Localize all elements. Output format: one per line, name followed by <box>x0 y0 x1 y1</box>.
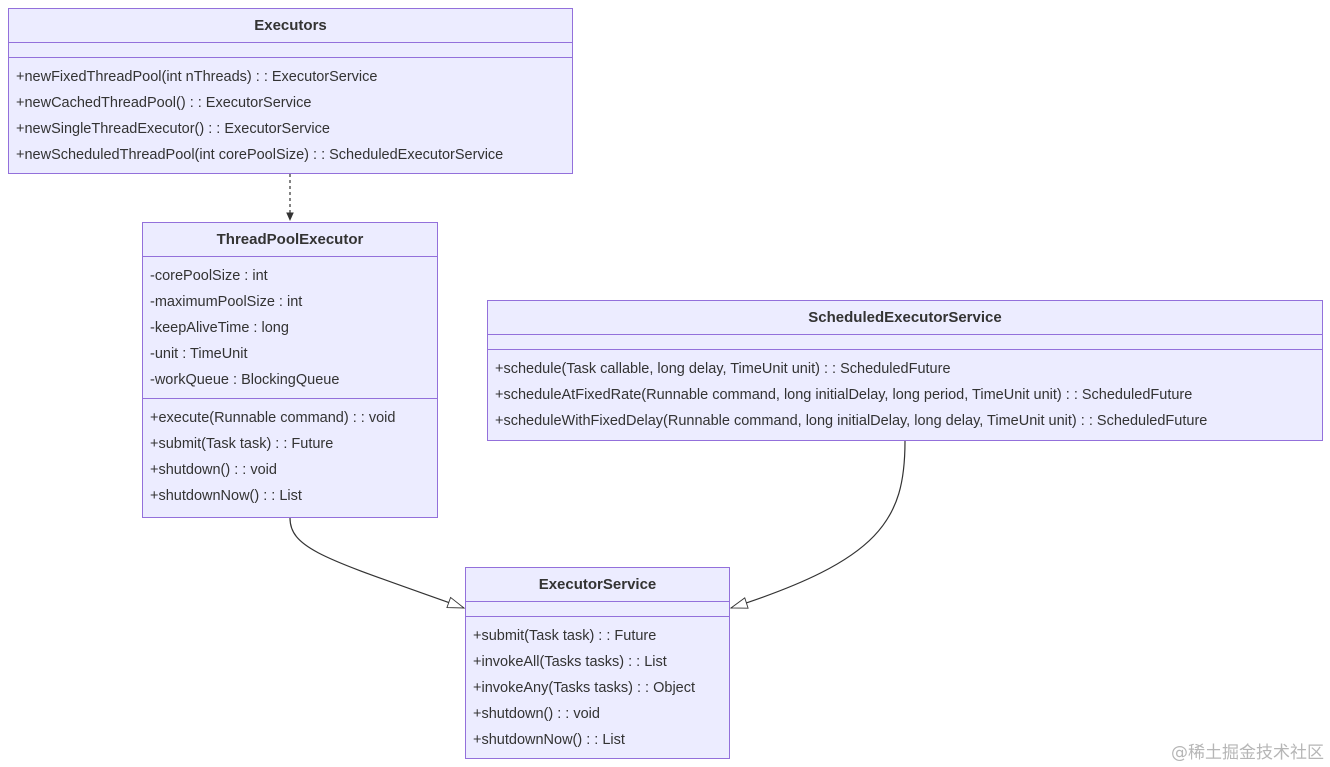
class-name-scheduledexecutorservice: ScheduledExecutorService <box>488 301 1322 335</box>
class-scheduledexecutorservice: ScheduledExecutorService +schedule(Task … <box>487 300 1323 441</box>
method-row: +shutdownNow() : : List <box>150 488 302 504</box>
attributes-section-scheduledexecutorservice <box>488 335 1322 350</box>
realization-edge-threadpoolexecutor-executorservice <box>289 517 464 609</box>
method-row: +invokeAll(Tasks tasks) : : List <box>473 654 667 670</box>
method-row: +execute(Runnable command) : : void <box>150 410 396 426</box>
methods-section-executorservice: +submit(Task task) : : Future +invokeAll… <box>466 617 729 758</box>
class-threadpoolexecutor: ThreadPoolExecutor -corePoolSize : int -… <box>142 222 438 518</box>
method-row: +newScheduledThreadPool(int corePoolSize… <box>16 147 504 163</box>
attributes-section-threadpoolexecutor: -corePoolSize : int -maximumPoolSize : i… <box>143 257 437 399</box>
attribute-row: -corePoolSize : int <box>150 268 268 284</box>
method-row: +newSingleThreadExecutor() : : ExecutorS… <box>16 121 330 137</box>
attribute-row: -keepAliveTime : long <box>150 320 289 336</box>
class-name-executorservice: ExecutorService <box>466 568 729 602</box>
method-row: +schedule(Task callable, long delay, Tim… <box>495 361 951 377</box>
attributes-section-executors <box>9 43 572 58</box>
methods-section-scheduledexecutorservice: +schedule(Task callable, long delay, Tim… <box>488 350 1322 439</box>
method-row: +newCachedThreadPool() : : ExecutorServi… <box>16 95 312 111</box>
method-row: +invokeAny(Tasks tasks) : : Object <box>473 680 696 696</box>
class-executorservice: ExecutorService +submit(Task task) : : F… <box>465 567 730 759</box>
attribute-row: -maximumPoolSize : int <box>150 294 303 310</box>
method-row: +submit(Task task) : : Future <box>150 436 334 452</box>
attributes-section-executorservice <box>466 602 729 617</box>
method-row: +shutdown() : : void <box>150 462 277 478</box>
class-executors: Executors +newFixedThreadPool(int nThrea… <box>8 8 573 174</box>
method-row: +submit(Task task) : : Future <box>473 628 657 644</box>
attribute-row: -unit : TimeUnit <box>150 346 248 362</box>
realization-edge-scheduledexecutorservice-executorservice <box>731 440 906 608</box>
methods-section-executors: +newFixedThreadPool(int nThreads) : : Ex… <box>9 58 572 173</box>
method-row: +scheduleWithFixedDelay(Runnable command… <box>495 413 1208 429</box>
methods-section-threadpoolexecutor: +execute(Runnable command) : : void +sub… <box>143 399 437 514</box>
attribute-row: -workQueue : BlockingQueue <box>150 372 340 388</box>
class-name-threadpoolexecutor: ThreadPoolExecutor <box>143 223 437 257</box>
method-row: +shutdown() : : void <box>473 706 600 722</box>
class-name-executors: Executors <box>9 9 572 43</box>
method-row: +scheduleAtFixedRate(Runnable command, l… <box>495 387 1193 403</box>
method-row: +newFixedThreadPool(int nThreads) : : Ex… <box>16 69 378 85</box>
watermark: @稀土掘金技术社区 <box>1171 743 1324 763</box>
method-row: +shutdownNow() : : List <box>473 732 625 748</box>
